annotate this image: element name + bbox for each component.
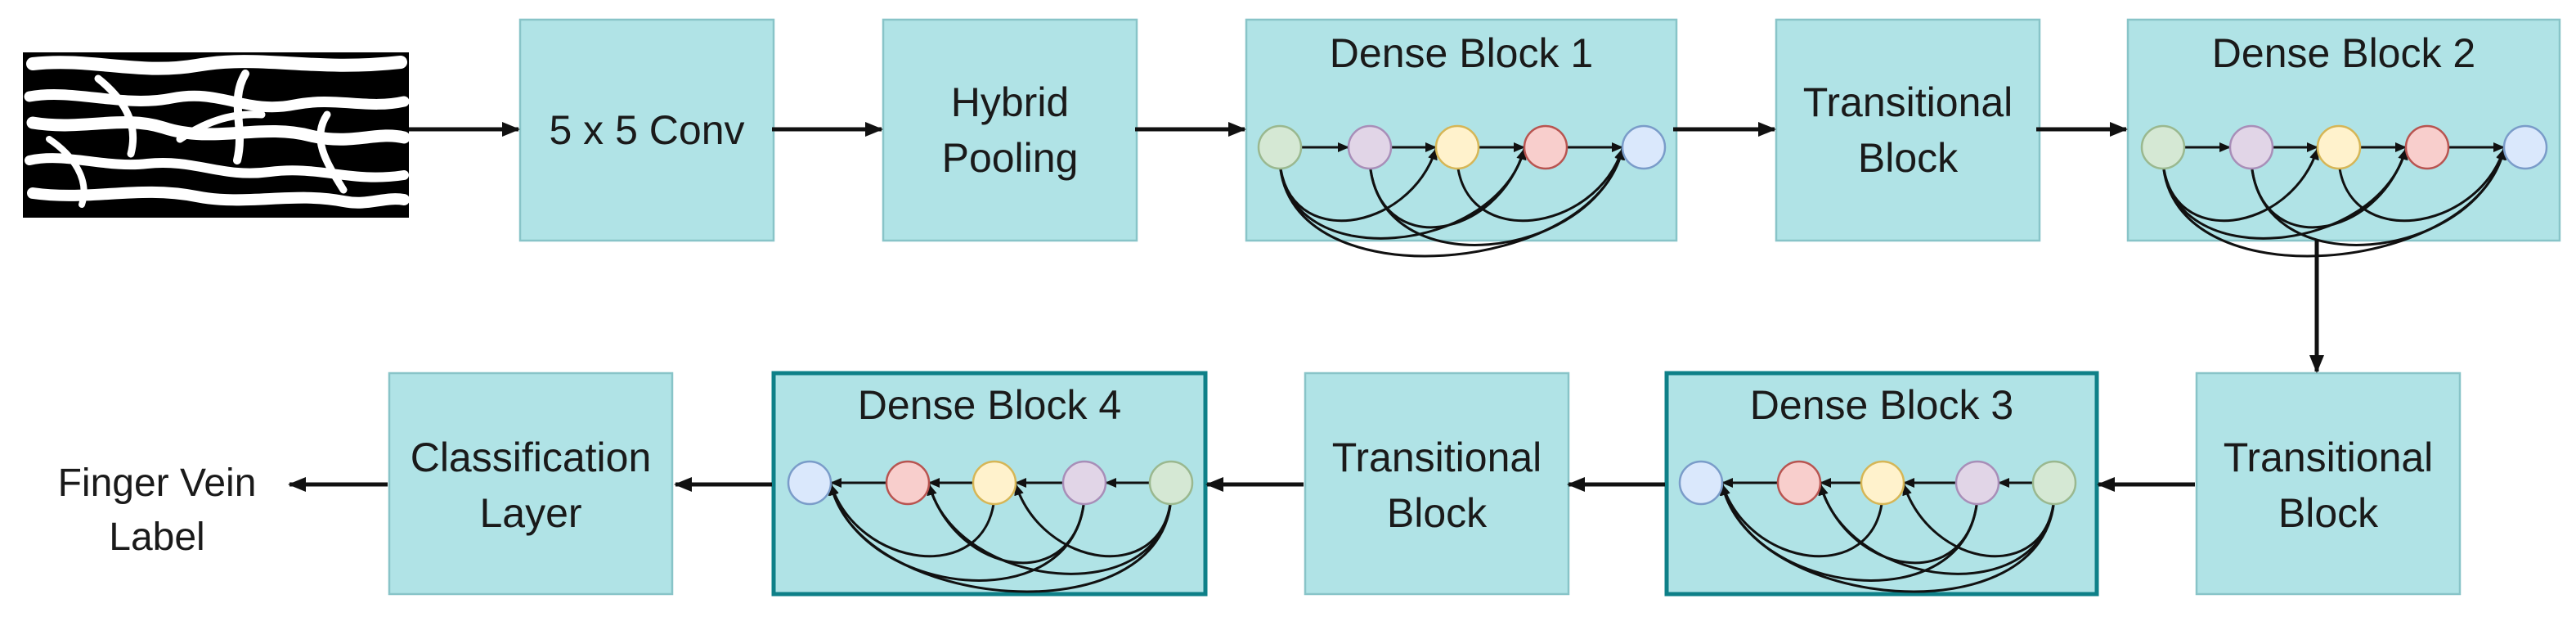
dense2-node-yellow [2316,124,2362,170]
dense3-node-purple [1954,460,2000,506]
block-transition3-box [1304,372,1570,596]
dense1-node-yellow [1434,124,1480,170]
block-hybrid_pooling-label-2: Pooling [942,135,1079,181]
dense4-node-blue [787,460,832,506]
block-hybrid_pooling-box [882,18,1138,242]
block-dense1-label-1: Dense Block 1 [1330,30,1593,76]
dense4-graph [787,460,1194,593]
block-transition1-label-2: Block [1858,135,1959,181]
dense1-edge-skip-5 [1368,148,1625,246]
dense3-edge-skip-5 [1720,484,1979,582]
dense4-node-yellow [972,460,1017,506]
output-label-line-1: Finger Vein [58,462,257,505]
dense3-node-red [1776,460,1822,506]
block-transition2-label-1: Transitional [2224,435,2434,480]
dense3-node-blue [1678,460,1724,506]
block-dense4-label-1: Dense Block 4 [858,382,1121,428]
block-transition2-box [2195,372,2462,596]
block-transition3-label-2: Block [1387,490,1488,536]
dense2-edge-skip-6 [2337,148,2506,223]
dense1-node-blue [1621,124,1667,170]
dense3-graph [1678,460,2077,593]
block-conv-label-1: 5 x 5 Conv [549,107,744,153]
block-classification-box [388,372,674,596]
block-transition2-label-2: Block [2278,490,2379,536]
dense4-edge-skip-6 [829,484,996,558]
block-dense3-label-1: Dense Block 3 [1750,382,2013,428]
block-conv: 5 x 5 Conv [518,18,775,242]
block-transition1-box [1775,18,2041,242]
dense1-node-red [1523,124,1568,170]
block-classification-label-2: Layer [479,490,581,536]
dense2-node-blue [2502,124,2548,170]
dense2-node-purple [2228,124,2274,170]
block-classification-label-1: Classification [411,435,652,480]
dense1-node-purple [1347,124,1393,170]
dense1-edge-skip-6 [1456,148,1624,223]
dense4-edge-skip-5 [828,484,1086,582]
block-dense2-label-1: Dense Block 2 [2212,30,2475,76]
input-finger-vein-image [23,52,411,218]
output-label-line-2: Label [109,516,204,559]
dense2-edge-skip-5 [2250,148,2506,246]
block-conv-box [518,18,775,242]
block-transition1-label-1: Transitional [1803,79,2013,125]
dense3-edge-skip-6 [1721,484,1884,558]
dense1-graph [1257,124,1667,258]
dense3-node-yellow [1860,460,1905,506]
block-transition3-label-1: Transitional [1332,435,1542,480]
dense2-graph [2140,124,2548,258]
block-hybrid_pooling-label-1: Hybrid [951,79,1069,125]
dense4-node-purple [1061,460,1107,506]
dense1-node-green [1257,124,1303,170]
dense2-node-red [2404,124,2450,170]
dense2-node-green [2140,124,2186,170]
dense3-node-green [2031,460,2077,506]
dense4-node-red [885,460,931,506]
dense4-node-green [1148,460,1194,506]
